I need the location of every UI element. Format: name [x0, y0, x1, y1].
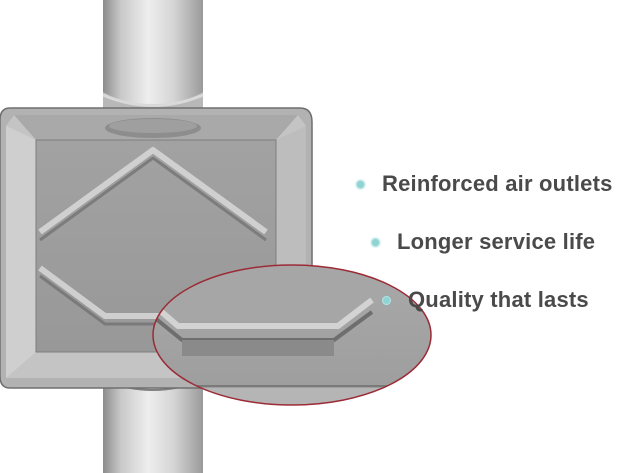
- zoom-callout: [152, 264, 432, 406]
- top-pipe: [102, 0, 204, 112]
